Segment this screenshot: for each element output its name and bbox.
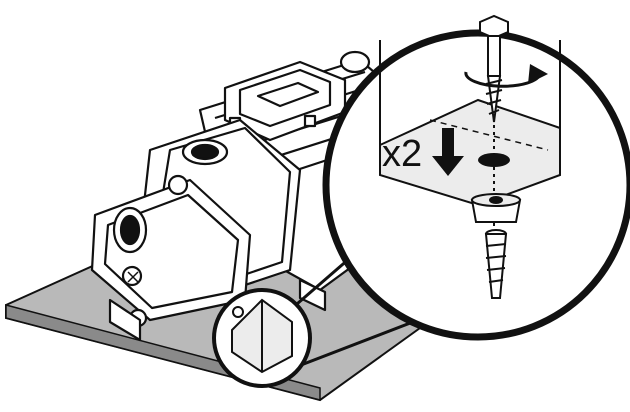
- rubber-washer-icon: [470, 193, 522, 223]
- lag-screw-icon: [479, 14, 509, 123]
- down-arrow-icon: [432, 128, 464, 176]
- foot-detail-circle: [212, 288, 312, 388]
- quantity-callout: x2: [382, 133, 422, 175]
- rotate-arrow-icon: [464, 64, 548, 88]
- wall-plug-icon: [484, 229, 508, 299]
- mounting-detail-circle: [322, 29, 630, 341]
